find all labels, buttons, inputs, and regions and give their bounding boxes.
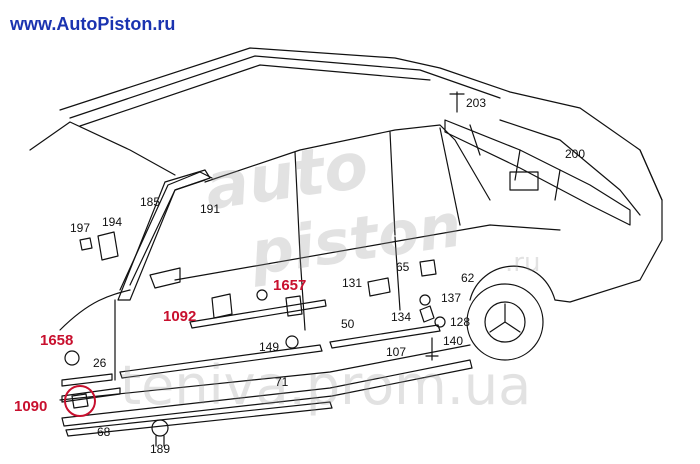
d-pillar — [439, 127, 461, 226]
clip-194 — [97, 231, 119, 261]
callout-label: 1090 — [14, 398, 48, 415]
rear-wheel-hub — [484, 301, 526, 343]
roof-outline — [59, 47, 663, 201]
screw-1657 — [256, 289, 268, 301]
roof-rail — [69, 55, 501, 119]
door-line-1 — [299, 254, 306, 331]
window-upper-frame — [204, 124, 491, 201]
part-label: 149 — [259, 340, 280, 354]
b-pillar — [294, 151, 301, 256]
rear-window-edge — [499, 119, 641, 216]
part-label: 185 — [140, 195, 161, 209]
clip-134 — [419, 305, 435, 323]
door-line-2 — [394, 236, 401, 311]
clip-1657b — [285, 295, 303, 317]
part-label: 50 — [341, 317, 355, 331]
window-bottom-line — [174, 224, 561, 281]
plug-189-stem — [155, 435, 165, 447]
part-label: 68 — [97, 425, 111, 439]
callout-label: 1657 — [273, 277, 307, 294]
wheel-star — [489, 303, 521, 333]
part-label: 191 — [200, 202, 221, 216]
plug-189 — [151, 419, 169, 437]
part-label: 131 — [342, 276, 363, 290]
bolt-203 — [449, 91, 465, 113]
part-label: 134 — [391, 310, 412, 324]
part-label: 194 — [102, 215, 123, 229]
part-label: 65 — [396, 260, 410, 274]
clip-1092 — [211, 293, 233, 319]
moulding-lower-front — [61, 387, 121, 403]
moulding-upper — [189, 299, 327, 329]
moulding-rocker — [61, 359, 473, 427]
screw-149 — [285, 335, 299, 349]
part-label: 62 — [461, 271, 475, 285]
moulding-rear-door — [329, 324, 441, 349]
part-label: 137 — [441, 291, 462, 305]
c-pillar — [389, 131, 396, 236]
screw-140 — [425, 337, 439, 361]
clip-131 — [367, 277, 391, 297]
body-lower — [59, 344, 471, 401]
clip-197 — [79, 237, 93, 251]
part-label: 197 — [70, 221, 91, 235]
mirror — [149, 267, 181, 289]
highlight-circle-1090 — [64, 385, 96, 417]
rear-quarter — [554, 149, 663, 303]
moulding-26 — [61, 373, 113, 387]
part-label: 189 — [150, 442, 171, 456]
clip-1658 — [64, 350, 80, 366]
roof-rack-bar — [469, 124, 561, 201]
moulding-front-door — [119, 344, 323, 379]
watermark-logo-suffix: .ru — [505, 248, 541, 278]
roof-rack — [444, 119, 631, 226]
pillar-trim-strip — [117, 169, 211, 301]
site-title: www.AutoPiston.ru — [10, 14, 176, 34]
part-label: 203 — [466, 96, 487, 110]
grommet-137 — [419, 294, 431, 306]
body-front-curve — [59, 289, 131, 331]
part-label: 128 — [450, 315, 471, 329]
part-label: 200 — [565, 147, 586, 161]
callout-label: 1092 — [163, 308, 197, 325]
part-label: 71 — [275, 375, 289, 389]
rear-wheel — [466, 283, 544, 361]
grommet-128 — [434, 316, 446, 328]
a-pillar-trim — [119, 171, 213, 291]
callout-label: 1658 — [40, 332, 74, 349]
part-label: 140 — [443, 334, 464, 348]
rack-bracket — [509, 171, 539, 191]
part-label: 107 — [386, 345, 407, 359]
roof-rail-inner — [79, 64, 431, 127]
windshield-edge — [29, 121, 176, 176]
part-label: 26 — [93, 356, 107, 370]
watermark-bottom: teniva.prom.ua — [120, 354, 532, 417]
wheel-arch — [469, 265, 556, 301]
moulding-rocker-lower — [65, 401, 333, 437]
clip-1090 — [71, 393, 89, 409]
clip-65 — [419, 259, 437, 277]
